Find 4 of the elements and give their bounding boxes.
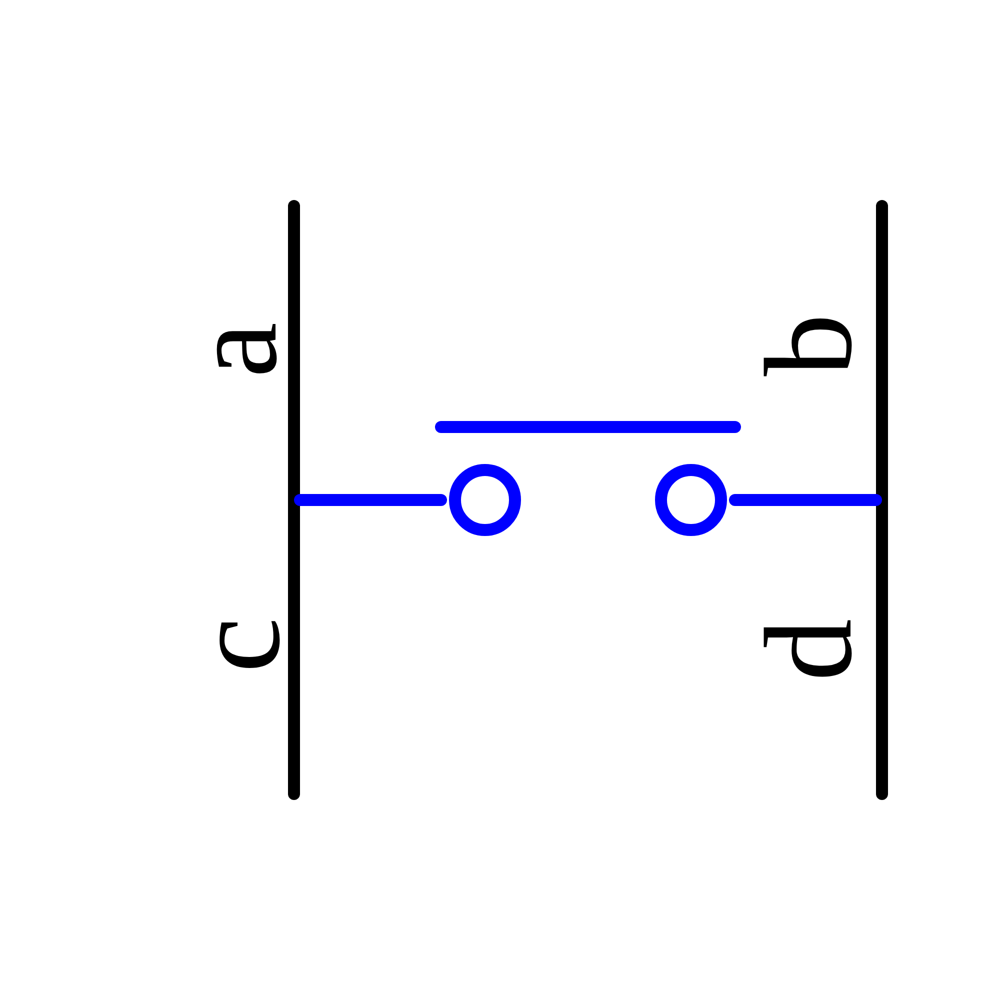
terminal-label: b — [748, 314, 872, 376]
terminal-label: c — [176, 617, 300, 673]
terminal-label: a — [172, 322, 298, 378]
terminal-label: d — [748, 618, 872, 682]
